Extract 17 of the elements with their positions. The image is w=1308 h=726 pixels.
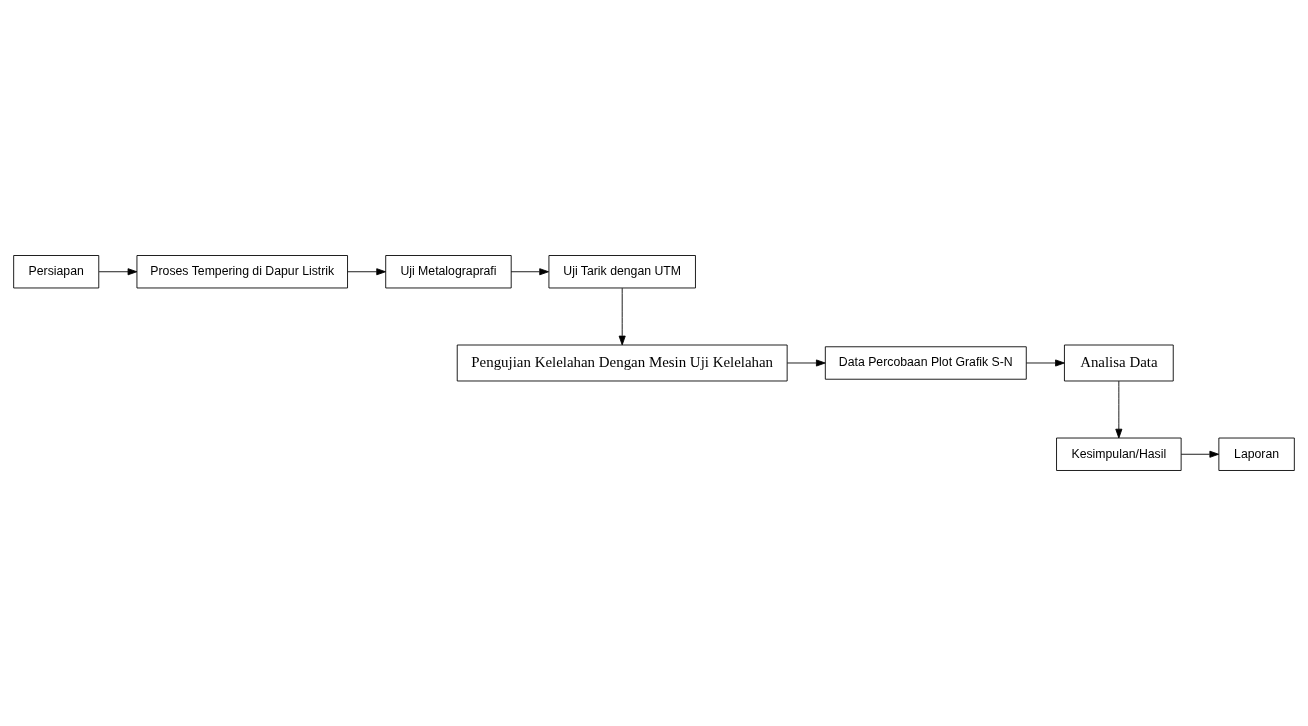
node-box: Data Percobaan Plot Grafik S-N [824,346,1027,380]
arrow [786,359,826,367]
node-box: Uji Metalograprafi [385,255,512,289]
arrow [1115,380,1123,439]
arrow [510,268,549,276]
arrow [1180,450,1220,458]
node-box: Pengujian Kelelahan Dengan Mesin Uji Kelelahan [456,344,788,382]
node-box: Persiapan [13,255,100,289]
arrow [347,268,386,276]
arrow [98,268,138,276]
node-box: Analisa Data [1064,344,1174,382]
arrow [1026,359,1065,367]
node-box: Kesimpulan/Hasil [1056,437,1182,471]
node-box: Uji Tarik dengan UTM [548,255,696,289]
node-box: Proses Tempering di Dapur Listrik [136,255,348,289]
node-box: Laporan [1218,437,1295,471]
arrow [618,287,626,346]
